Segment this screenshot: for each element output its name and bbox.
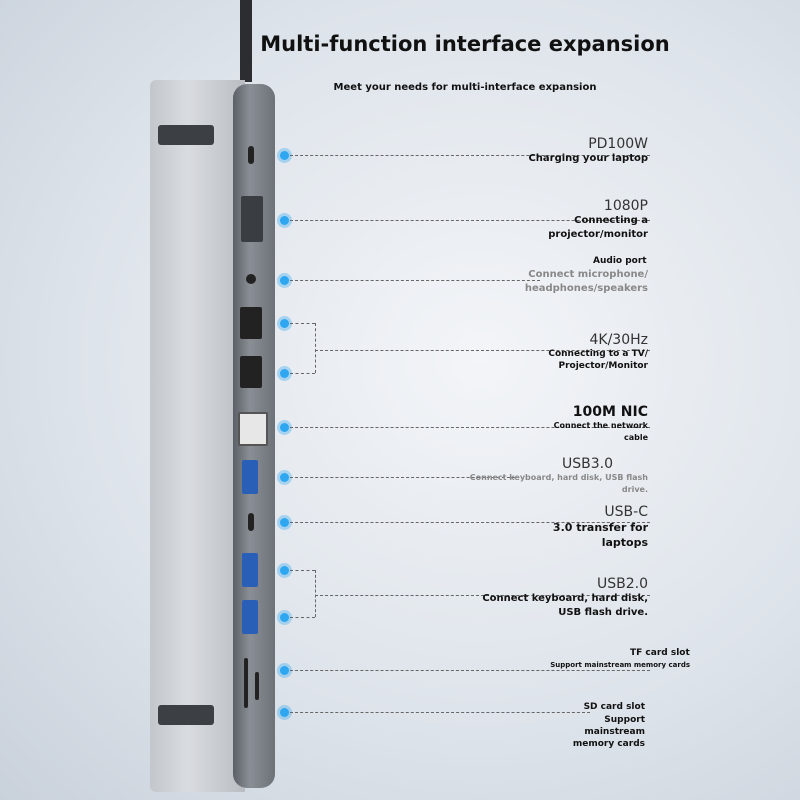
port-label: PD100W Charging your laptop (508, 136, 648, 166)
marker-dot (280, 216, 289, 225)
hdmi-port (240, 307, 262, 339)
port-desc: Connecting a projector/monitor (548, 215, 648, 240)
usbc-pd-port (248, 146, 254, 164)
port-label: SD card slot Support mainstream memory c… (525, 700, 645, 750)
port-desc: Connect the network cable (553, 421, 648, 442)
port-name: TF card slot (630, 648, 690, 658)
leader-line (290, 570, 315, 571)
leader-line (290, 220, 650, 221)
sd-slot (244, 658, 248, 708)
port-name: PD100W (588, 136, 648, 152)
port-label: 100M NIC Connect the network cable (528, 404, 648, 444)
leader-line (290, 323, 315, 324)
port-desc: Connecting to a TV/ Projector/Monitor (548, 349, 648, 371)
leader-line (290, 477, 515, 478)
port-label: 1080P Connecting a projector/monitor (498, 198, 648, 242)
cable (240, 0, 252, 82)
leader-line (290, 712, 590, 713)
marker-dot (280, 613, 289, 622)
marker-dot (280, 423, 289, 432)
leader-line (290, 617, 315, 618)
leader-line (315, 350, 650, 351)
port-name: USB2.0 (596, 576, 648, 592)
hub-body (150, 80, 245, 792)
page-subtitle: Meet your needs for multi-interface expa… (333, 82, 597, 93)
port-label: TF card slot Support mainstream memory c… (520, 646, 690, 670)
hdmi-port (240, 356, 262, 388)
marker-dot (280, 666, 289, 675)
marker-dot (280, 708, 289, 717)
vga-port (241, 196, 263, 242)
port-desc: Connect microphone/ headphones/speakers (524, 269, 648, 294)
usb2-port (242, 600, 258, 634)
rubber-foot (158, 705, 214, 725)
marker-dot (280, 518, 289, 527)
leader-line (290, 427, 650, 428)
leader-line (315, 323, 316, 373)
leader-line (290, 522, 650, 523)
audio-jack (246, 274, 256, 284)
port-label: Audio port Connect microphone/ headphone… (498, 254, 648, 296)
port-name: Audio port (593, 256, 647, 266)
port-label: USB2.0 Connect keyboard, hard disk, USB … (478, 576, 648, 620)
tf-slot (255, 672, 259, 700)
port-name: 1080P (603, 198, 648, 214)
port-name: USB3.0 (561, 456, 613, 472)
port-name: 100M NIC (572, 404, 648, 420)
rubber-foot (158, 125, 214, 145)
port-desc: Connect keyboard, hard disk, USB flash d… (482, 593, 648, 618)
port-label: USB3.0 Connect keyboard, hard disk, USB … (458, 456, 648, 496)
page-title: Multi-function interface expansion (260, 32, 670, 56)
marker-dot (280, 473, 289, 482)
leader-line (290, 670, 650, 671)
port-desc: 3.0 transfer for laptops (552, 521, 648, 549)
usbc-port (248, 513, 254, 531)
leader-line (315, 570, 316, 617)
port-label: 4K/30Hz Connecting to a TV/ Projector/Mo… (528, 332, 648, 372)
leader-line (290, 155, 650, 156)
port-desc: Connect keyboard, hard disk, USB flash d… (469, 473, 648, 494)
leader-line (315, 595, 650, 596)
marker-dot (280, 369, 289, 378)
leader-line (290, 373, 315, 374)
marker-dot (280, 566, 289, 575)
leader-line (290, 280, 540, 281)
usb3-port (242, 460, 258, 494)
usb2-port (242, 553, 258, 587)
marker-dot (280, 276, 289, 285)
port-label: USB-C 3.0 transfer for laptops (518, 504, 648, 550)
marker-dot (280, 151, 289, 160)
marker-dot (280, 319, 289, 328)
port-name: USB-C (604, 504, 648, 520)
port-desc: Charging your laptop (528, 153, 648, 164)
port-name: SD card slot (583, 702, 645, 712)
port-desc: Support mainstream memory cards (572, 715, 645, 749)
ethernet-port (238, 412, 268, 446)
port-desc: Support mainstream memory cards (550, 661, 690, 669)
port-name: 4K/30Hz (589, 332, 649, 348)
